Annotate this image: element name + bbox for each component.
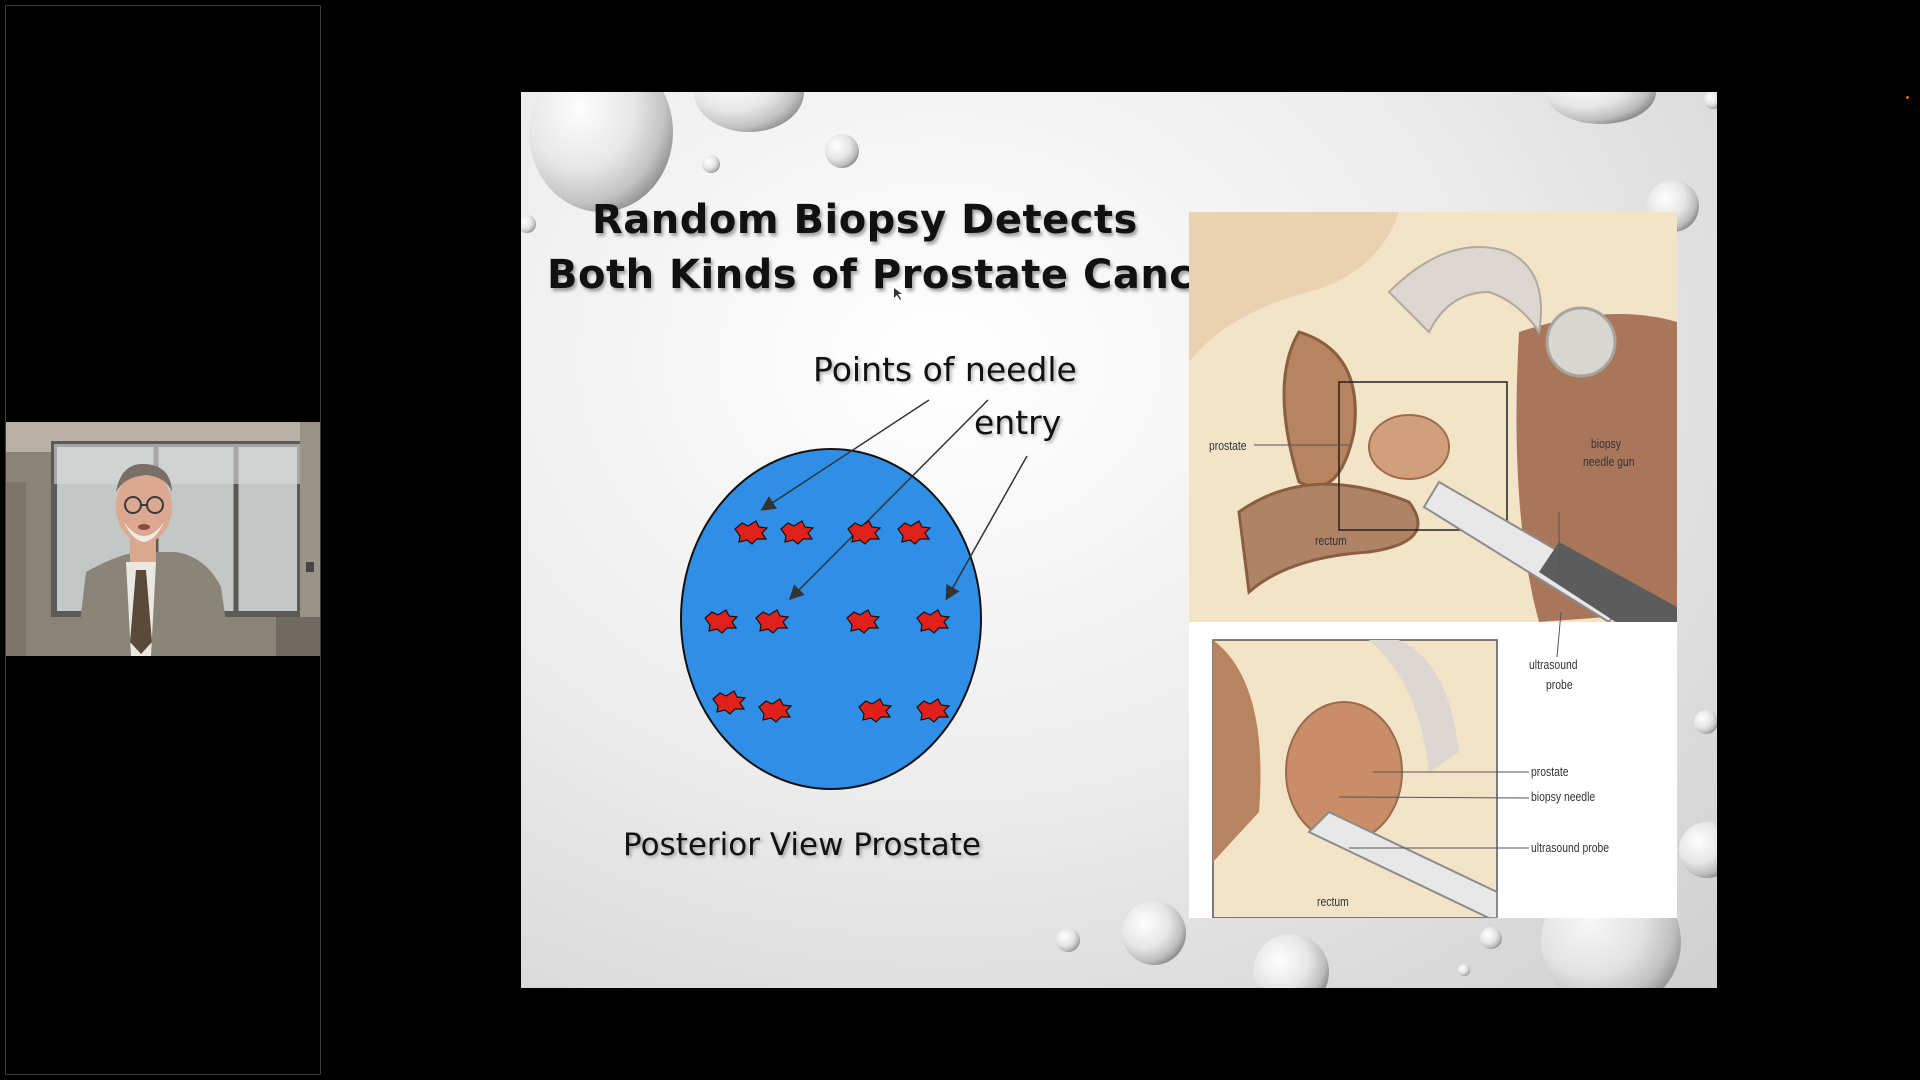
- needle-point: [858, 698, 893, 723]
- label-prostate-upper: prostate: [1209, 438, 1247, 453]
- needle-point: [755, 609, 790, 634]
- anatomy-drawing: [1189, 212, 1677, 918]
- prostate-diagram: [680, 288, 1028, 790]
- needle-point: [916, 609, 951, 634]
- label-biopsy-gun-2: needle gun: [1583, 454, 1635, 469]
- arrow-1: [760, 399, 930, 511]
- label-biopsy-needle: biopsy needle: [1531, 789, 1596, 804]
- slide-title-line2: Both Kinds of Prostate Cancer: [547, 252, 1242, 298]
- needle-points-label: Points of needle: [813, 350, 1077, 389]
- label-prostate-lower: prostate: [1531, 764, 1569, 779]
- arrow-3: [945, 455, 1028, 601]
- needle-point: [897, 520, 932, 545]
- presenter-video[interactable]: [6, 422, 320, 656]
- label-ultrasound-1: ultrasound: [1529, 657, 1578, 672]
- anatomy-illustration: prostate biopsy needle gun rectum ultras…: [1189, 212, 1677, 918]
- arrow-2: [788, 399, 989, 601]
- presenter-video-frame: [6, 422, 320, 656]
- label-biopsy-gun-1: biopsy: [1591, 436, 1622, 451]
- needle-points: [704, 520, 951, 723]
- needle-point: [758, 698, 793, 723]
- needle-point: [780, 520, 815, 545]
- slide-title-line1: Random Biopsy Detects: [592, 197, 1138, 243]
- needle-point: [846, 609, 881, 634]
- label-rectum-upper: rectum: [1315, 533, 1347, 548]
- label-ultrasound-2: probe: [1546, 677, 1573, 692]
- label-rectum-lower: rectum: [1317, 894, 1349, 909]
- needle-point: [916, 698, 951, 723]
- needle-point: [704, 609, 739, 634]
- presentation-slide: Random Biopsy Detects Both Kinds of Pros…: [521, 92, 1717, 988]
- needle-point: [847, 520, 882, 545]
- needle-point: [712, 690, 747, 715]
- label-ultrasound-probe: ultrasound probe: [1531, 840, 1610, 855]
- needle-points-label-entry: entry: [974, 403, 1062, 442]
- diagram-caption: Posterior View Prostate: [623, 827, 981, 863]
- needle-point: [734, 520, 769, 545]
- indicator-dot: [1906, 96, 1909, 99]
- mouse-cursor-icon: [894, 288, 902, 300]
